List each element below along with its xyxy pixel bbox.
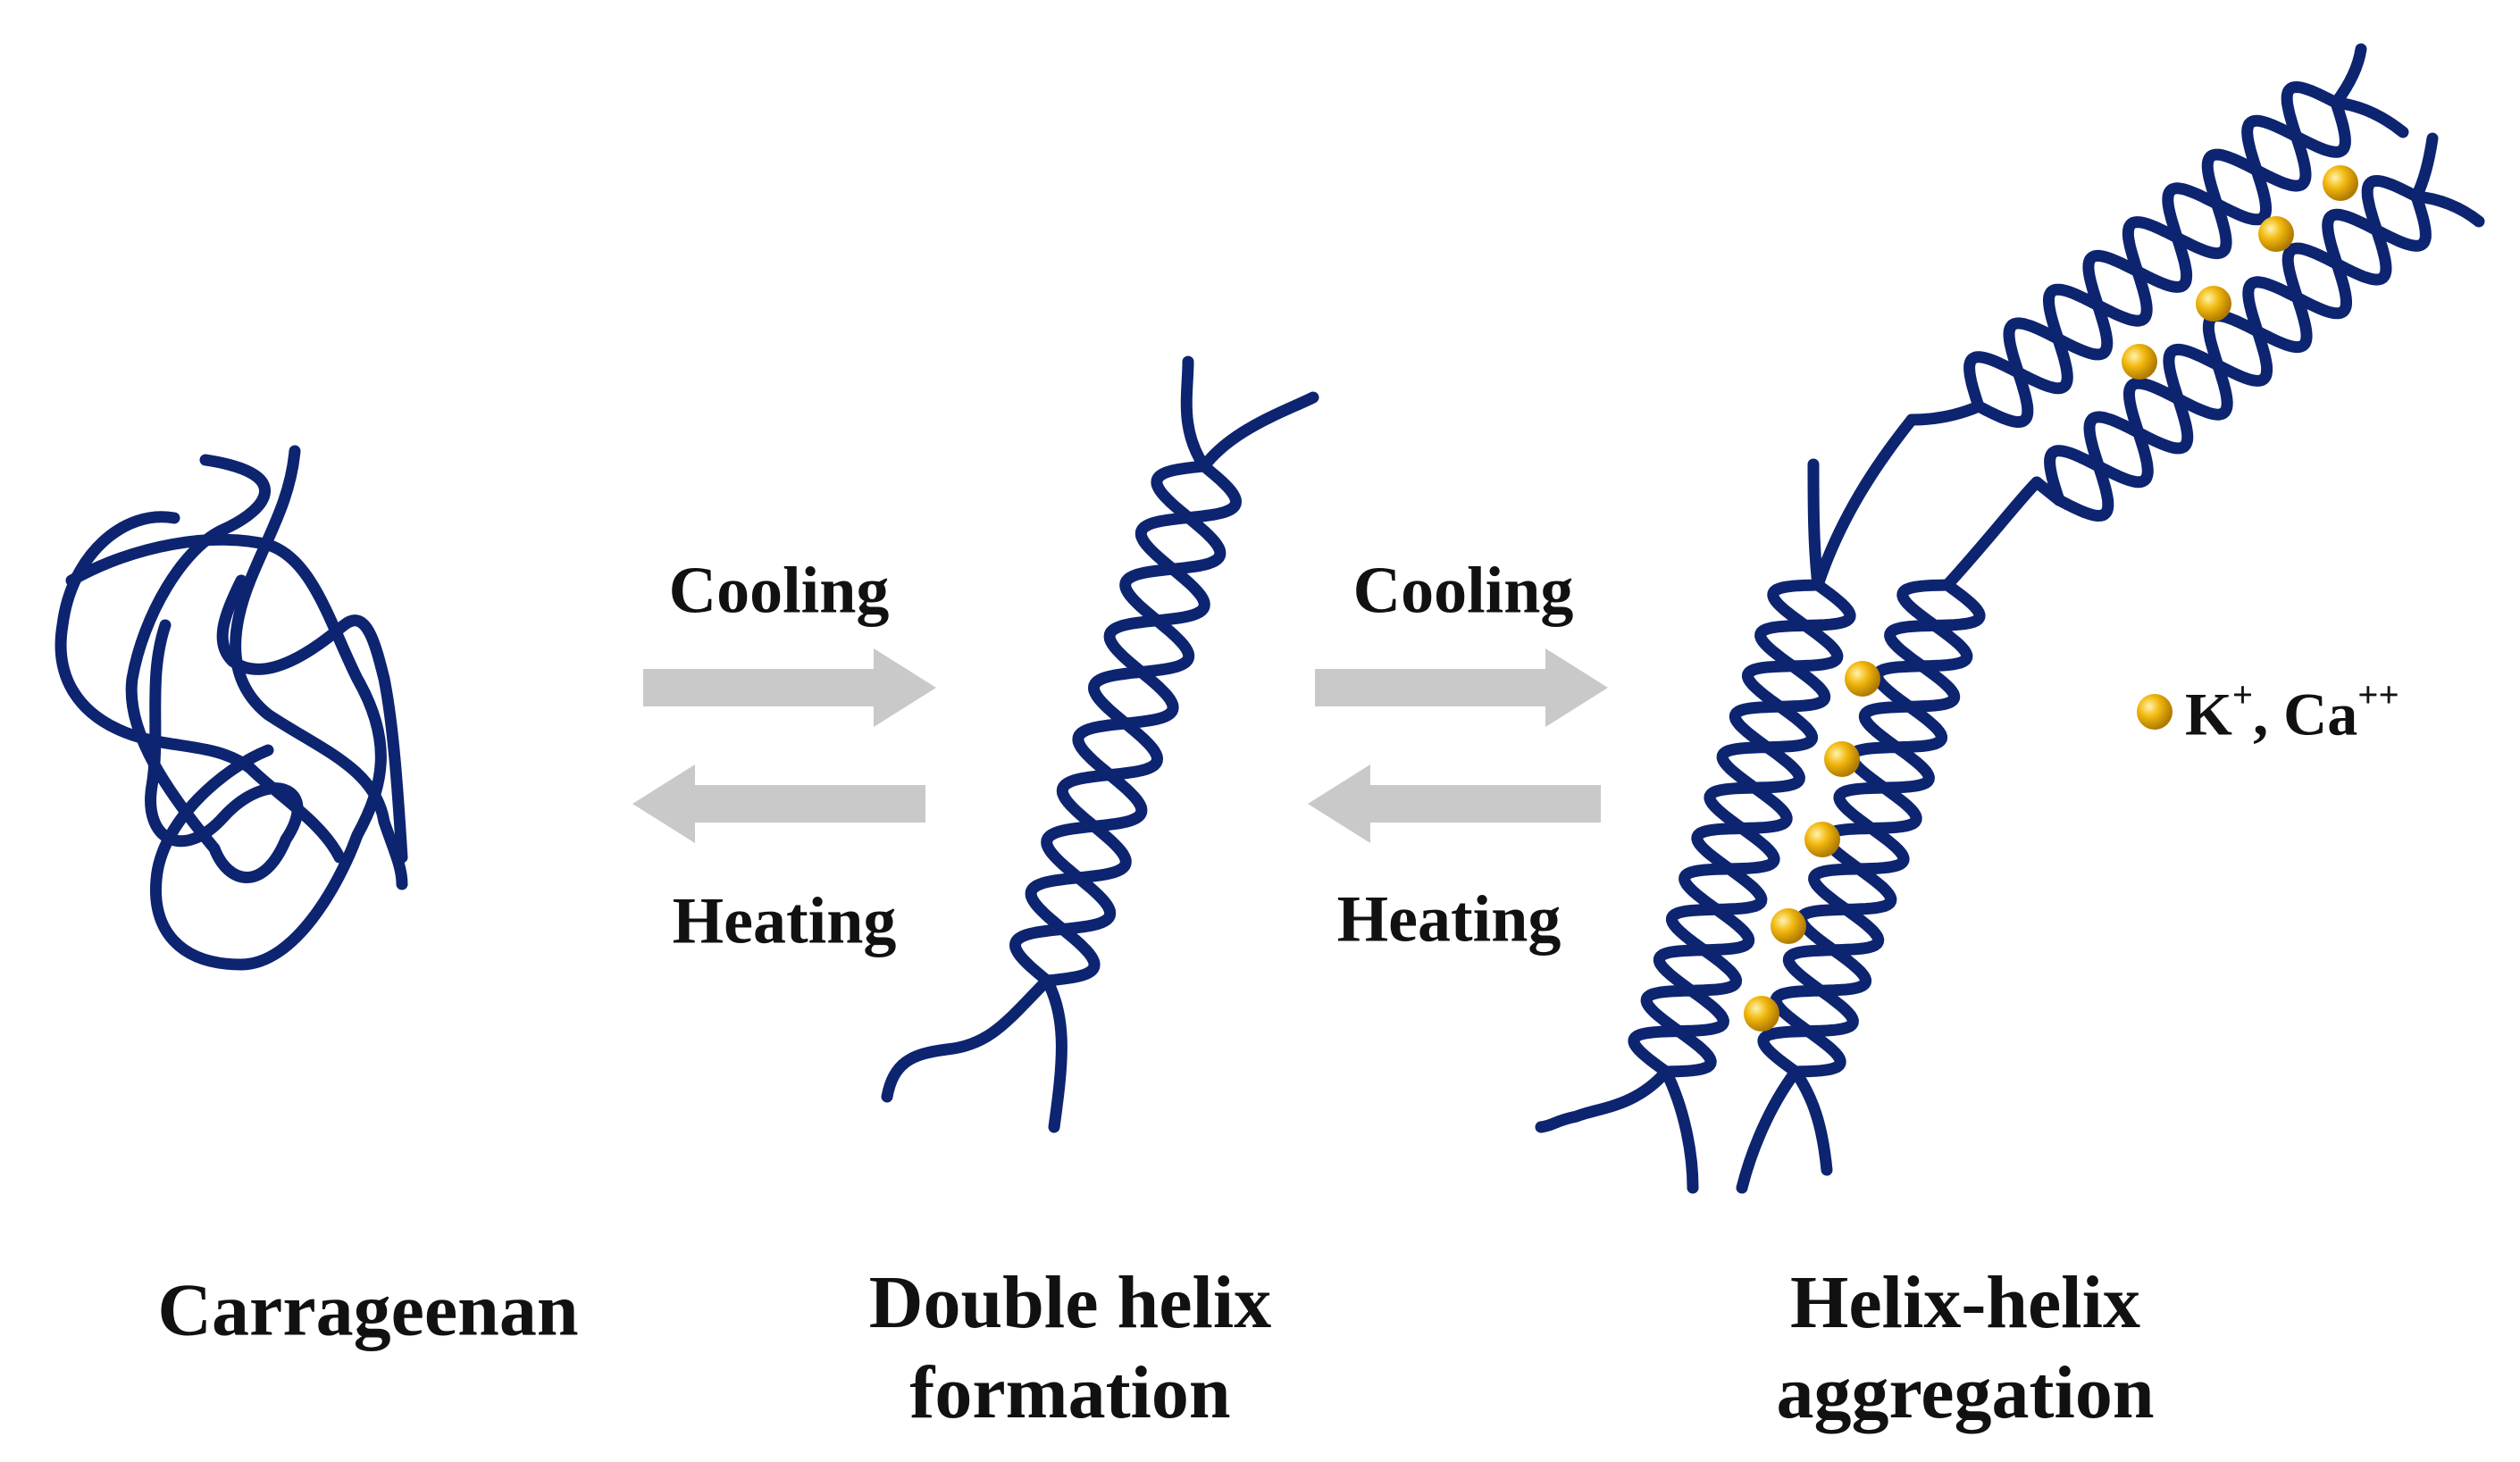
double-helix-strand-2 [1009,460,1242,987]
upper-helix-b-strand-1 [2053,190,2432,522]
double-helix-tail-bottom-1 [881,974,1053,1103]
ion-legend-label: K+, Ca++ [2185,674,2399,750]
upper-helix-a-tail-top-1 [2330,43,2367,109]
stage-caption-double-helix: Double helix formation [869,1258,1271,1439]
lower-helix-a-tail-bottom-1 [1535,1065,1672,1133]
ion-separator: , [2253,680,2284,748]
heating-arrow-2 [1308,764,1601,843]
cooling-arrow-1 [643,648,936,727]
upper-helix-b-tail-left [2030,476,2065,506]
double-helix-tail-top-1 [1180,355,1210,472]
cooling-arrow-2 [1315,648,1608,727]
ion-markers [1744,165,2358,1032]
transition-arrows [632,648,1608,843]
ion-marker-6 [2122,344,2157,380]
double-helix-tail-top-2 [1198,391,1319,472]
stage-caption-carrageenan-line-1: Carrageenan [157,1268,579,1352]
ion-marker-4 [1771,908,1806,944]
lower-helix-b-strand-2 [1757,579,1986,1078]
lower-helix-a-tail-top [1807,458,1824,591]
lower-helix-b-tail-bottom-2 [1789,1065,1833,1176]
stage-caption-aggregation-line-1: Helix-helix [1790,1261,2140,1345]
random-coil-strands [54,445,408,971]
lower-helix-a-connector [1812,414,1918,591]
helix-strands [881,43,2485,1194]
transition-2-reverse-label: Heating [1336,882,1561,957]
upper-helix-a-tail-top-2 [2330,96,2409,138]
lower-helix-a-strand-2 [1628,579,1856,1078]
ion-k-charge: + [2231,674,2254,715]
lower-helix-a-tail-bottom-2 [1660,1065,1699,1194]
ion-marker-7 [2196,286,2231,322]
lower-helix-b-connector [1941,476,2043,591]
ion-ca-charge: ++ [2357,674,2399,715]
ion-k-symbol: K [2185,680,2232,748]
stage-caption-aggregation-line-2: aggregation [1776,1351,2155,1434]
stage-caption-carrageenan: Carrageenan [157,1266,578,1357]
ion-marker-1 [1845,661,1880,697]
upper-helix-a-strand-1 [1972,96,2351,428]
upper-helix-a-strand-2 [1963,81,2342,413]
upper-helix-b-tail-top-1 [2410,132,2439,203]
coil-strand-4 [54,511,346,864]
ion-marker-9 [2323,165,2358,201]
transition-1-forward-label: Cooling [668,554,890,628]
transition-2-forward-label: Cooling [1352,554,1574,628]
stage-caption-double-helix-line-2: formation [909,1351,1231,1434]
heating-arrow-1 [632,764,925,843]
ion-marker-8 [2258,216,2294,252]
ion-marker-2 [1824,741,1860,777]
transition-1-reverse-label: Heating [672,884,897,958]
coil-strand-1 [125,454,304,883]
ion-marker-5 [1744,996,1779,1032]
upper-helix-a-tail-left [1905,400,1985,426]
ion-marker-3 [1804,822,1840,857]
coil-strand-5 [216,574,408,864]
coil-strand-3 [230,445,408,890]
ion-ca-symbol: Ca [2283,680,2358,748]
lower-helix-b-tail-bottom-1 [1736,1065,1802,1194]
upper-helix-b-tail-top-2 [2410,190,2485,228]
double-helix-tail-bottom-2 [1041,974,1067,1133]
stage-caption-aggregation: Helix-helix aggregation [1776,1258,2154,1439]
stage-caption-double-helix-line-1: Double helix [868,1261,1272,1345]
